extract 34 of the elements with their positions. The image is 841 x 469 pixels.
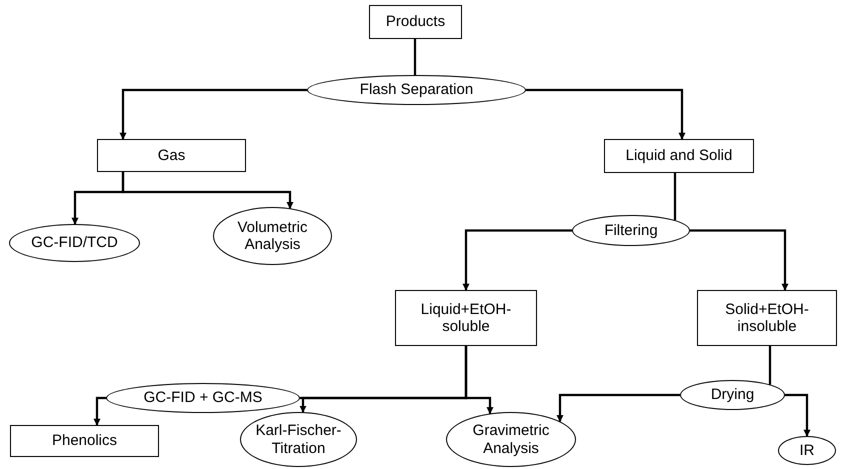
node-label: Phenolics xyxy=(52,432,118,450)
connector-line xyxy=(674,173,676,220)
process-box xyxy=(97,139,246,172)
node-label: GC-FID + GC-MS xyxy=(144,389,262,407)
node-label: Solid+EtOH-insoluble xyxy=(724,300,810,336)
arrow xyxy=(120,88,307,140)
node-label: IR xyxy=(800,442,814,460)
arrow xyxy=(556,394,680,422)
process-box xyxy=(604,139,754,173)
node-label: Gravimetric Analysis xyxy=(472,422,550,457)
process-ellipse xyxy=(106,383,300,413)
process-box xyxy=(10,425,159,457)
node-label: Volumetric Analysis xyxy=(236,218,309,254)
arrow xyxy=(785,394,810,437)
node-label: Filtering xyxy=(604,222,658,240)
node-label: Products xyxy=(386,13,446,31)
node-label: GC-FID/TCD xyxy=(31,234,118,252)
arrow xyxy=(122,172,294,209)
arrow xyxy=(690,229,788,291)
node-label: Liquid+EtOH-soluble xyxy=(420,300,512,336)
connector-line xyxy=(414,39,416,75)
arrow xyxy=(462,229,572,291)
process-box xyxy=(369,5,462,39)
process-box xyxy=(395,290,537,346)
connector-line xyxy=(768,346,772,384)
arrow xyxy=(526,88,686,140)
process-box xyxy=(697,290,837,346)
node-label: Drying xyxy=(710,386,754,404)
node-label: Gas xyxy=(158,146,186,164)
arrow xyxy=(464,346,494,414)
node-label: Flash Separation xyxy=(360,81,474,99)
node-label: Karl-Fischer-Titration xyxy=(254,422,342,457)
node-label: Liquid and Solid xyxy=(626,147,732,165)
arrow xyxy=(94,396,106,426)
